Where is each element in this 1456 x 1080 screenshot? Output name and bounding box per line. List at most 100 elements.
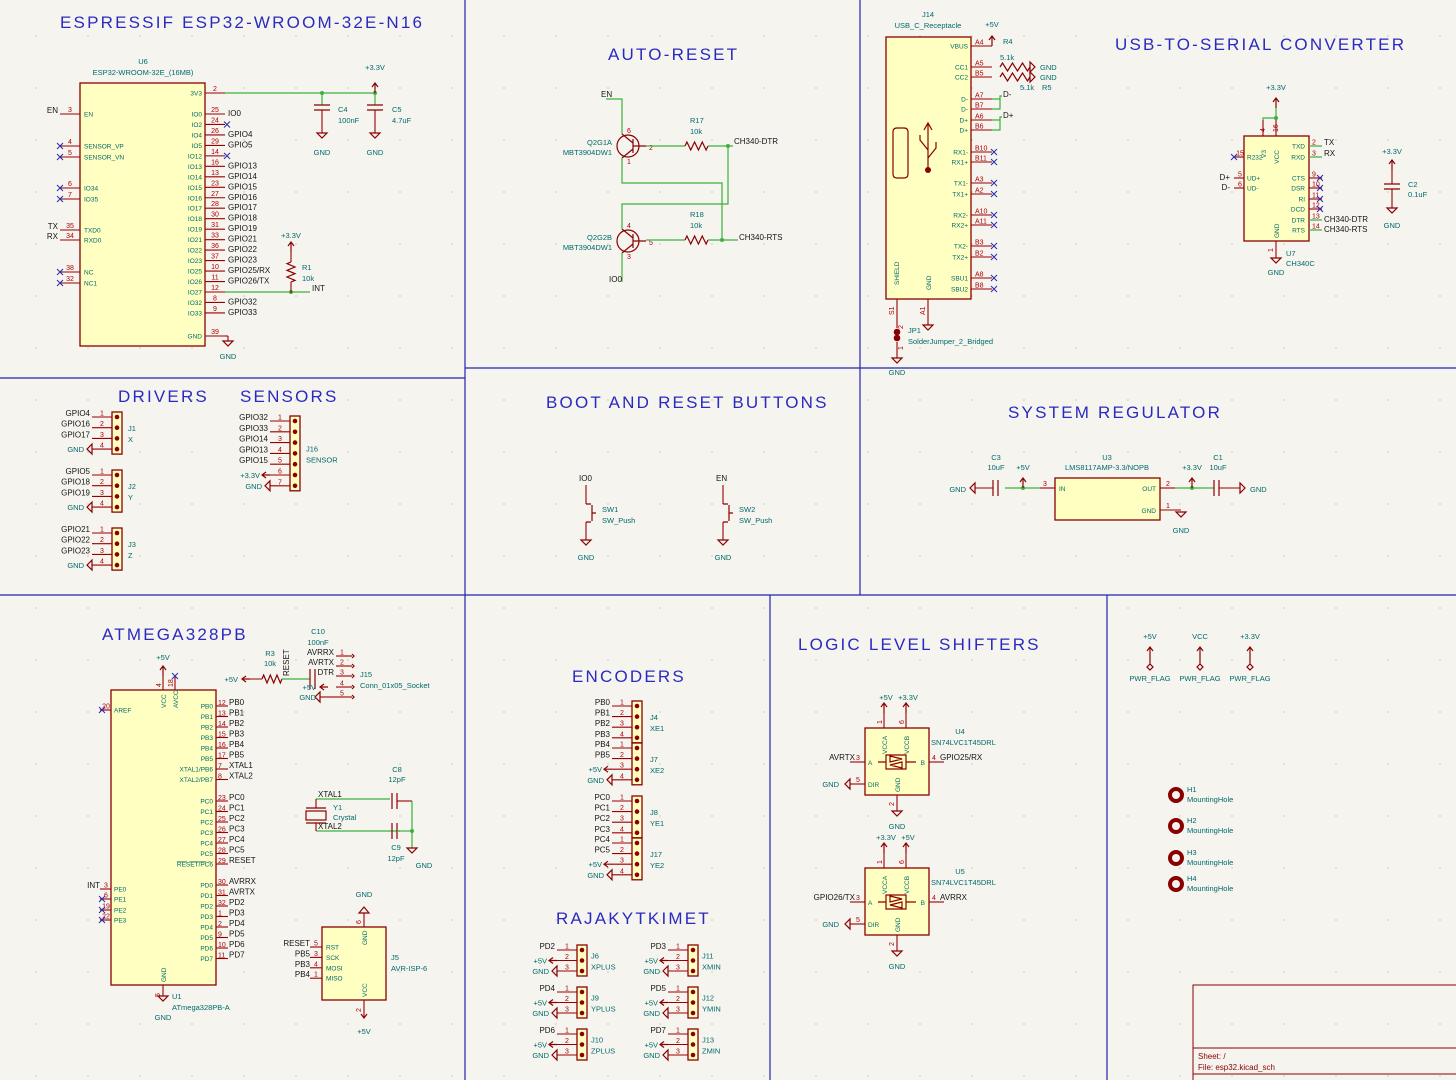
pin-number: 7 xyxy=(68,192,72,199)
pin-contact xyxy=(292,418,298,424)
connector-J17 xyxy=(631,837,643,881)
pin-number: 1 xyxy=(1166,503,1170,510)
pin-name: PB1 xyxy=(201,714,214,721)
ground-icon xyxy=(86,442,93,456)
pin-name: VCCA xyxy=(882,875,889,894)
pin-number: 3 xyxy=(565,1049,569,1056)
no-connect-marker xyxy=(990,274,998,282)
pin-contact xyxy=(634,703,640,709)
shifter-ref: U4 xyxy=(955,727,965,736)
pin-number: 2 xyxy=(889,942,896,946)
pin-name: VCCA xyxy=(882,735,889,754)
net-label: PC1 xyxy=(594,804,610,813)
ground-icon xyxy=(86,558,93,572)
net-label: AVRRX xyxy=(307,648,335,657)
pin-number: 4 xyxy=(620,773,624,780)
ground-label: GND xyxy=(715,553,732,562)
section-title-atmega: ATMEGA328PB xyxy=(102,625,248,644)
pin-number: 2 xyxy=(620,710,624,717)
capacitor-symbol xyxy=(391,793,398,809)
pin-number: B10 xyxy=(975,146,988,153)
pin-name: DIR xyxy=(868,922,880,929)
power-flag-net: +3.3V xyxy=(1240,632,1260,641)
pin-number: 8 xyxy=(213,295,217,302)
net-label: GPIO32 xyxy=(228,297,257,306)
mounting-hole-icon xyxy=(1168,850,1184,866)
connector-value: YE2 xyxy=(650,861,664,870)
pin-number: A5 xyxy=(975,61,984,68)
pin-name: CC1 xyxy=(955,65,968,72)
connector-ref: J7 xyxy=(650,755,658,764)
section-title-encoders: ENCODERS xyxy=(572,667,686,686)
net-label: PD4 xyxy=(539,984,555,993)
net-label: GPIO18 xyxy=(228,214,257,223)
pin-name: D+ xyxy=(960,128,969,135)
power-arrow-icon xyxy=(1272,97,1280,108)
no-connect-marker xyxy=(990,179,998,187)
pin-number: 10 xyxy=(218,942,226,949)
power-arrow-icon xyxy=(261,471,270,479)
pin-number: 38 xyxy=(66,265,74,272)
pin-contact xyxy=(579,1042,585,1047)
net-label-gnd: GND xyxy=(643,1051,660,1060)
ground-label: GND xyxy=(889,822,906,831)
pin-number: B3 xyxy=(975,240,984,247)
pin-number: 32 xyxy=(66,276,74,283)
pin-number: 2 xyxy=(1312,140,1316,147)
pin-contact xyxy=(579,947,585,953)
pin-name: SENSOR_VN xyxy=(84,155,124,162)
net-label-gnd: GND xyxy=(67,445,84,454)
ground-icon xyxy=(1269,257,1283,264)
pin-number: 14 xyxy=(218,721,226,728)
pin-number: 1 xyxy=(340,650,344,657)
pin-name: PD5 xyxy=(200,935,213,942)
power-label: +5V xyxy=(985,20,999,29)
pin-name: PE1 xyxy=(114,897,127,904)
pin-number: 2 xyxy=(676,954,680,961)
pin-number: 3 xyxy=(620,816,624,823)
pin-number: 15 xyxy=(218,732,226,739)
pin-number: 6 xyxy=(356,920,363,924)
pin-number: 1 xyxy=(100,469,104,476)
power-arrow-icon xyxy=(659,957,668,964)
pin-name: IO34 xyxy=(84,186,98,193)
pin-number: 4 xyxy=(68,139,72,146)
pin-contact xyxy=(690,947,696,953)
pin-name: IO5 xyxy=(192,143,203,150)
pin-number: 33 xyxy=(211,233,219,240)
pin-number: 25 xyxy=(211,107,219,114)
power-arrow-icon xyxy=(548,999,557,1006)
pin-number: 3 xyxy=(620,763,624,770)
pin-number: 5 xyxy=(155,993,162,997)
q2-ref: Q2G2B xyxy=(587,233,612,242)
section-title-sensors: SENSORS xyxy=(240,387,339,406)
r4-value: 5.1k xyxy=(1000,53,1014,62)
net-label-power: +3.3V xyxy=(240,471,260,480)
c10-value: 100nF xyxy=(307,638,329,647)
net-label: GPIO5 xyxy=(66,467,91,476)
pin-contact xyxy=(634,745,640,751)
net-label: GPIO32 xyxy=(239,413,268,422)
pin-name: V3 xyxy=(1261,150,1268,158)
ground-label: GND xyxy=(314,148,331,157)
net-label: GPIO25/RX xyxy=(940,753,983,762)
connector-ref: J17 xyxy=(650,850,662,859)
junction-dot xyxy=(720,238,724,242)
net-label-power: +5V xyxy=(533,957,547,966)
ground-label: GND xyxy=(1040,73,1057,82)
pin-number: 4 xyxy=(314,961,318,968)
net-label: GPIO23 xyxy=(61,546,90,555)
net-label: RX xyxy=(1324,149,1336,158)
r17-ref: R17 xyxy=(690,116,704,125)
pin-name: IO12 xyxy=(188,153,202,160)
ground-label: GND xyxy=(949,485,966,494)
net-label: EN xyxy=(47,106,58,115)
pin-name: IO4 xyxy=(192,132,203,139)
pin-name: TXD0 xyxy=(84,228,101,235)
connector-ref: J9 xyxy=(591,994,599,1003)
section-title-auto-reset: AUTO-RESET xyxy=(608,45,739,64)
ground-icon xyxy=(315,132,329,139)
power-arrow-icon xyxy=(1188,477,1196,488)
pin-number: 5 xyxy=(856,777,860,784)
